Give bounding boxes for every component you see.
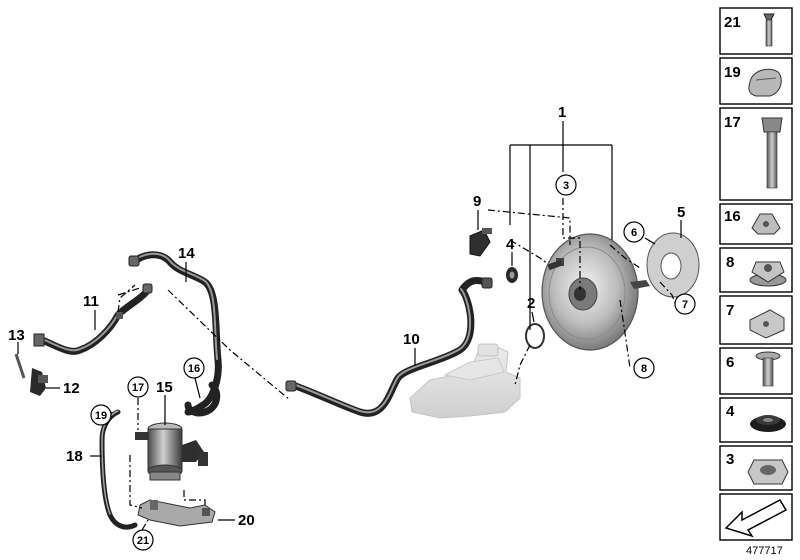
legend-item-7: 7 [719, 295, 793, 345]
parts-legend: 21 19 17 16 [719, 7, 793, 541]
vacuum-pump [135, 422, 208, 481]
leader-lines [17, 121, 682, 531]
circled-callouts: 3 6 7 8 16 17 19 21 [90, 174, 696, 551]
callout-11: 11 [83, 293, 99, 310]
gasket-ring [646, 232, 700, 298]
legend-item-6: 6 [719, 347, 793, 395]
bolt-icon [761, 117, 783, 189]
callout-16-circled: 16 [183, 357, 205, 379]
svg-text:6: 6 [631, 227, 637, 239]
speed-clip-icon [749, 309, 785, 339]
svg-text:7: 7 [726, 302, 734, 319]
flange-nut-icon [749, 261, 787, 287]
callout-19-circled: 19 [90, 404, 112, 426]
callout-9: 9 [473, 193, 481, 210]
svg-text:17: 17 [724, 114, 741, 131]
svg-text:21: 21 [724, 14, 741, 31]
grommet-icon [750, 415, 786, 432]
hex-nut-icon [747, 459, 789, 485]
callout-17-circled: 17 [127, 376, 149, 398]
legend-item-17: 17 [719, 107, 793, 201]
svg-text:21: 21 [137, 535, 149, 547]
grommet [506, 267, 518, 283]
callout-21-circled: 21 [132, 529, 154, 551]
legend-item-3: 3 [719, 445, 793, 491]
callout-13: 13 [8, 327, 25, 344]
hose-connector-11 [33, 333, 45, 347]
callout-10: 10 [403, 331, 420, 348]
legend-item-8: 8 [719, 247, 793, 293]
legend-item-21: 21 [719, 7, 793, 55]
svg-text:16: 16 [188, 363, 200, 375]
svg-text:8: 8 [726, 254, 734, 271]
vacuum-hose-18 [99, 409, 138, 530]
svg-text:8: 8 [641, 363, 647, 375]
o-ring [525, 323, 545, 349]
vacuum-hose-16 [184, 381, 221, 417]
diagram-code: 477717 [746, 545, 783, 557]
svg-text:6: 6 [726, 354, 734, 371]
svg-text:19: 19 [724, 64, 741, 81]
screw-13 [14, 353, 26, 379]
vacuum-hose-main [285, 276, 493, 417]
svg-text:19: 19 [95, 410, 107, 422]
callout-4: 4 [506, 236, 515, 253]
callout-3-circled: 3 [555, 174, 577, 196]
svg-text:16: 16 [724, 208, 741, 225]
rivet-icon [763, 13, 775, 47]
vacuum-hose-11 [38, 283, 153, 355]
brake-booster [541, 233, 650, 351]
callout-20: 20 [238, 512, 255, 529]
pin-icon [755, 351, 781, 387]
pressure-sensor [469, 228, 492, 257]
callout-labels: 1 9 4 2 5 10 14 11 13 12 15 18 20 [8, 104, 685, 529]
legend-direction-box [719, 493, 793, 541]
callout-18: 18 [66, 448, 83, 465]
hose-clip-icon [748, 68, 782, 97]
callout-1: 1 [558, 104, 566, 121]
master-cylinder-ghost [409, 343, 521, 419]
sensor-12 [30, 368, 48, 396]
callout-6-circled: 6 [623, 221, 645, 243]
legend-item-16: 16 [719, 203, 793, 245]
svg-text:17: 17 [132, 382, 144, 394]
callout-14: 14 [178, 245, 195, 262]
svg-text:7: 7 [682, 299, 688, 311]
direction-arrow-icon [724, 499, 788, 538]
callout-2: 2 [527, 295, 535, 312]
clip-nut-icon [751, 213, 781, 235]
svg-text:3: 3 [563, 180, 569, 192]
legend-item-4: 4 [719, 397, 793, 443]
svg-text:3: 3 [726, 451, 734, 468]
vacuum-hose-14 [128, 251, 222, 416]
callout-15: 15 [156, 379, 173, 396]
callout-8-circled: 8 [633, 357, 655, 379]
callout-5: 5 [677, 204, 685, 221]
pump-bracket [137, 499, 216, 527]
legend-item-19: 19 [719, 57, 793, 105]
svg-text:4: 4 [726, 403, 735, 420]
callout-12: 12 [63, 380, 80, 397]
callout-7-circled: 7 [674, 293, 696, 315]
